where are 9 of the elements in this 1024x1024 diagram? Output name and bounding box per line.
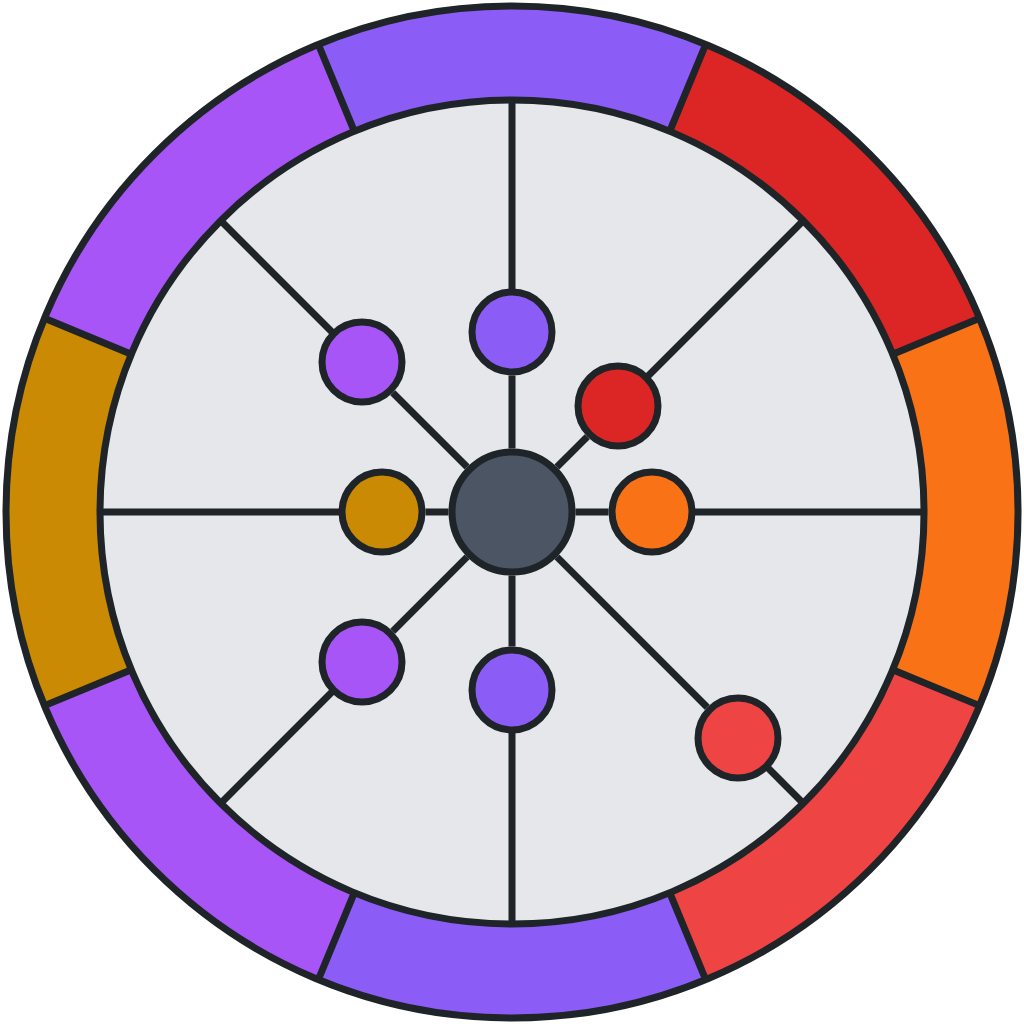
spoke-line: [508, 375, 516, 449]
spoke-line: [390, 554, 470, 634]
spoke-line: [508, 575, 516, 647]
spoke-line: [425, 508, 449, 516]
spoke-line: [554, 554, 710, 710]
hub-circle: [448, 448, 576, 576]
spoke-line: [390, 390, 470, 470]
spoke-line: [575, 508, 609, 516]
spoke-line: [554, 434, 590, 470]
